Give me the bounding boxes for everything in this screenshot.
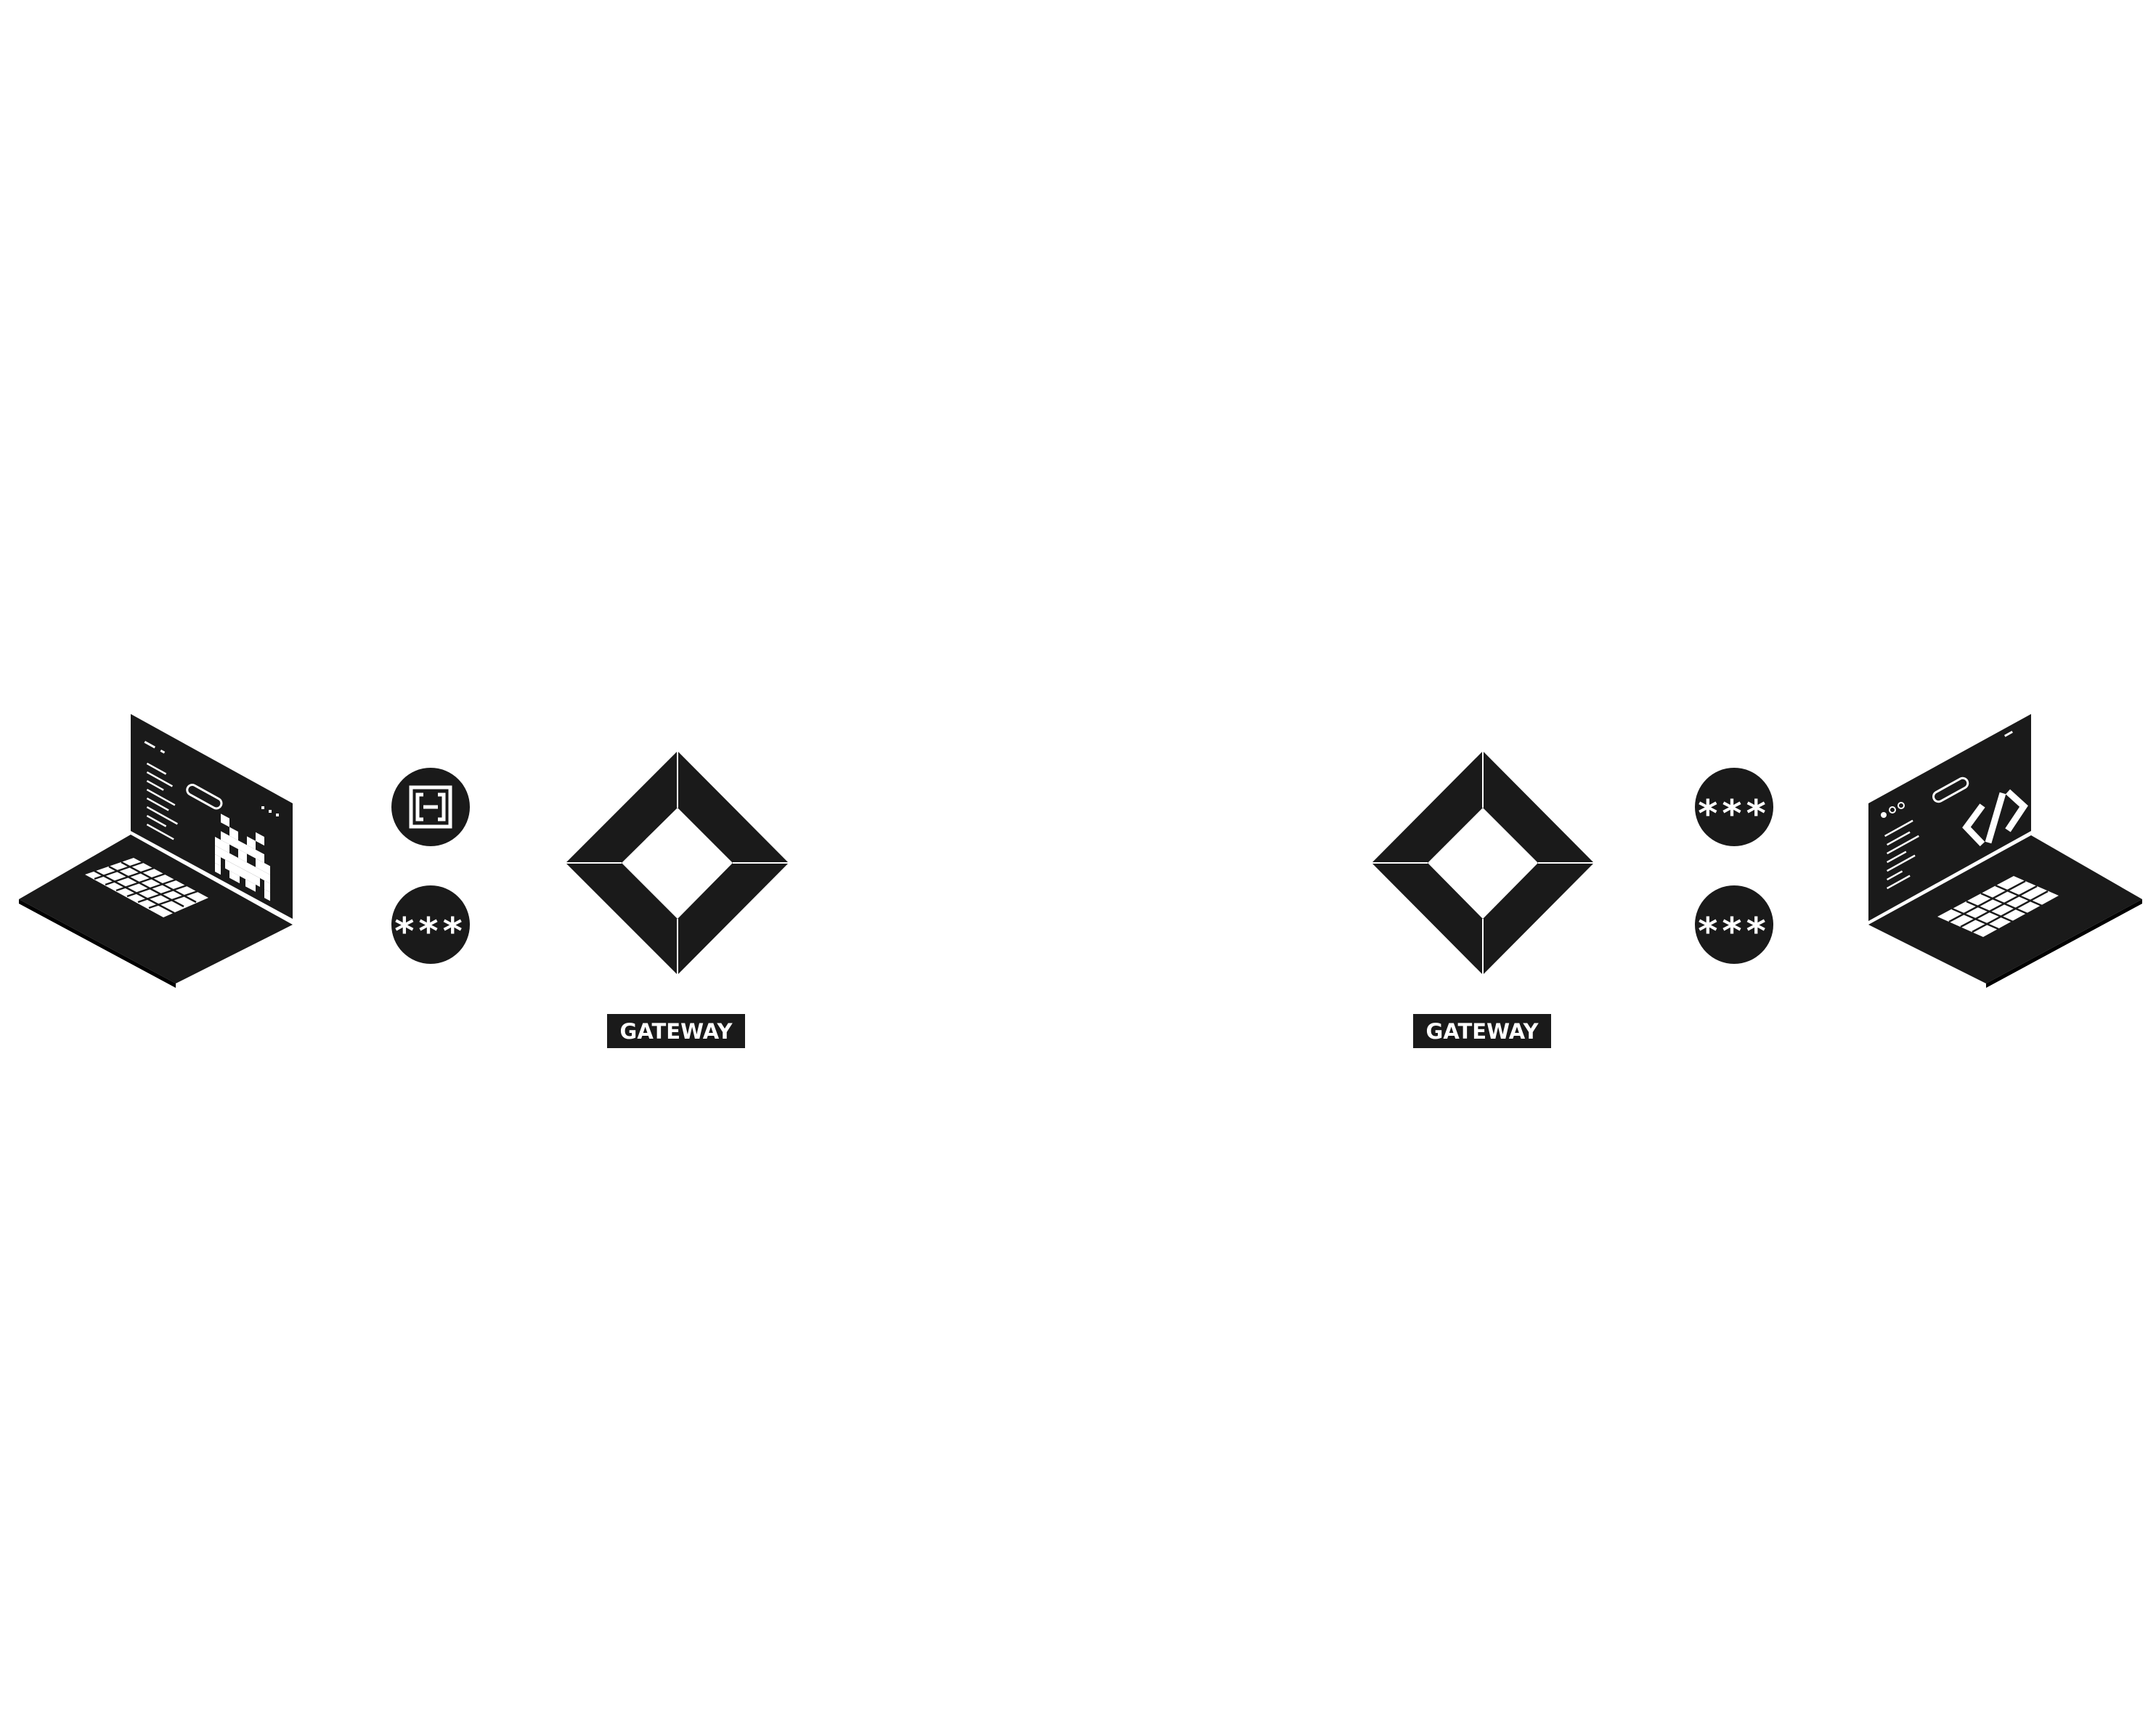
asterisks-icon: *** [1698,792,1770,836]
right-badge-asterisks-top: *** [1695,768,1773,846]
left-badge-asterisks: *** [391,885,470,964]
svg-text:GATEWAY: GATEWAY [620,1019,733,1044]
right-gateway-label: GATEWAY [1413,1014,1551,1048]
bracket-box-icon [409,785,452,829]
space-invader-icon [215,814,270,901]
left-gateway-label: GATEWAY [607,1014,745,1048]
right-gateway-diamond-icon [1372,751,1594,975]
asterisks-icon: *** [394,910,467,954]
right-laptop-icon [1868,714,2142,988]
right-badge-asterisks-bottom: *** [1695,885,1773,964]
left-badge-bracket-box [391,768,470,846]
svg-text:GATEWAY: GATEWAY [1426,1019,1539,1044]
asterisks-icon: *** [1698,910,1770,954]
left-gateway-diamond-icon [566,751,789,975]
code-tag-icon [1962,789,2028,847]
